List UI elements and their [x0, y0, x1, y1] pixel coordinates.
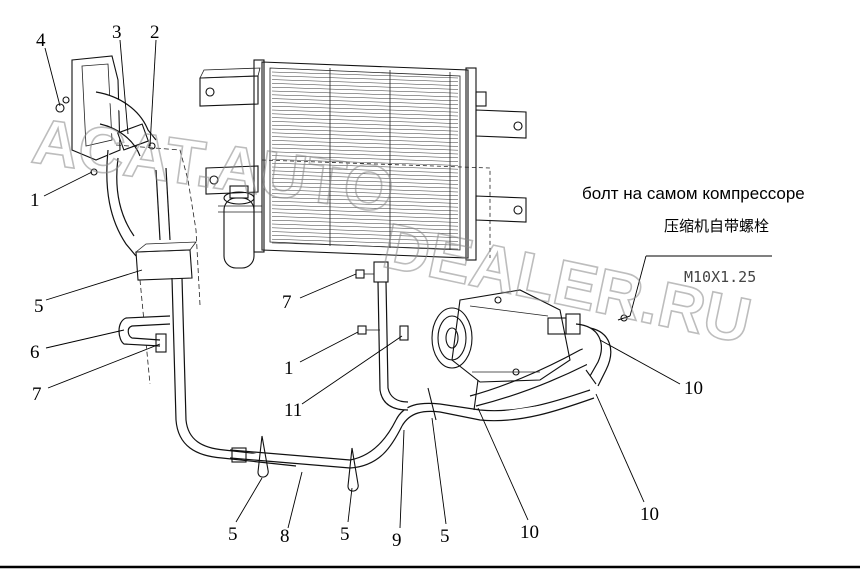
callout-leaders — [43, 39, 681, 529]
callout-c1b: 1 — [284, 358, 294, 379]
callout-c10b: 10 — [640, 504, 659, 525]
callout-c10a: 10 — [684, 378, 703, 399]
compressor — [431, 289, 631, 383]
bolt-note-chinese: 压缩机自带螺栓 — [664, 217, 769, 235]
callout-c9: 9 — [392, 530, 402, 551]
callout-c3: 3 — [112, 22, 122, 43]
callout-c5b: 5 — [228, 524, 238, 545]
callout-c4a: 4 — [36, 30, 46, 51]
callout-c6: 6 — [30, 342, 40, 363]
callout-c11: 11 — [284, 400, 302, 421]
condenser — [199, 59, 527, 261]
bolt-spec: M10X1.25 — [684, 268, 756, 286]
callout-c5c: 5 — [340, 524, 350, 545]
receiver-drier — [218, 185, 262, 269]
watermark-line1: ACAT.AUTO — [28, 105, 398, 227]
callout-c10c: 10 — [520, 522, 539, 543]
callout-c1a: 1 — [30, 190, 40, 211]
bolt-note-russian: болт на самом компрессоре — [582, 184, 805, 203]
callout-c5d: 5 — [440, 526, 450, 547]
callout-c5a: 5 — [34, 296, 44, 317]
evaporator-valve — [55, 55, 157, 176]
callout-c7b: 7 — [282, 292, 292, 313]
callout-c7a: 7 — [32, 384, 42, 405]
callout-c8: 8 — [280, 526, 290, 547]
callout-c2: 2 — [150, 22, 160, 43]
